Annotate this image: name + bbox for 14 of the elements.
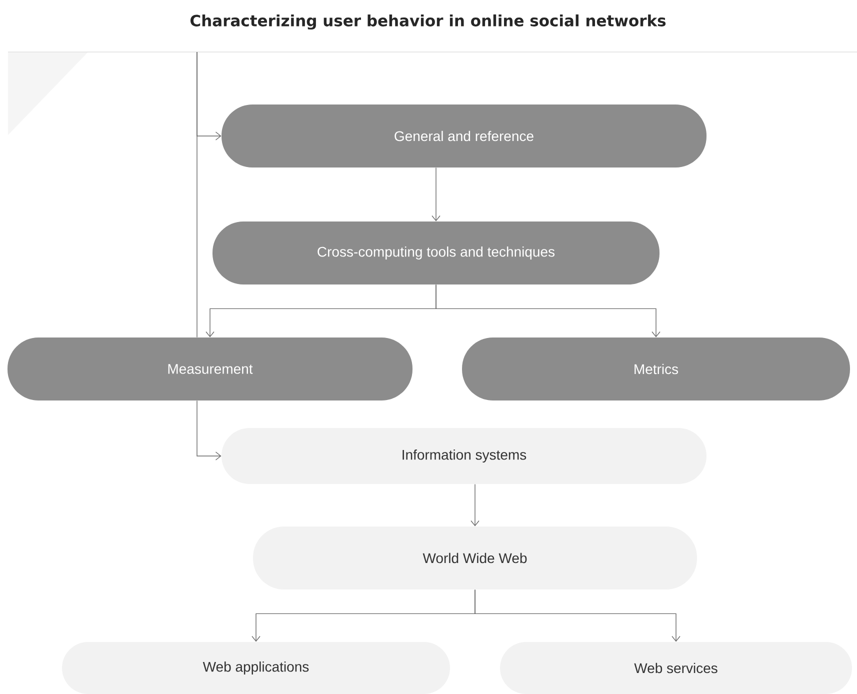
category-box: Information systems	[222, 428, 706, 484]
category-box: Metrics	[462, 338, 850, 400]
category-box: Measurement	[8, 338, 412, 400]
arrow	[432, 167, 440, 222]
category-box: Cross-computing tools and techniques	[212, 222, 660, 284]
arrow	[436, 284, 660, 338]
title: Characterizing user behavior in online social networks	[190, 14, 666, 30]
arrow	[474, 589, 680, 642]
category-box: Web services	[500, 642, 852, 694]
arrow	[470, 484, 480, 526]
category-box: Web applications	[62, 642, 450, 694]
arrow	[196, 52, 222, 460]
category-box: World Wide Web	[253, 526, 697, 590]
category-box: General and reference	[222, 104, 706, 168]
